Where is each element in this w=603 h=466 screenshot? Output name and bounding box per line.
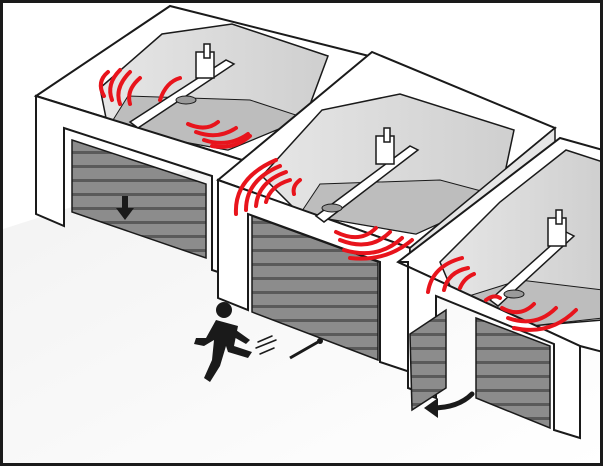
- illustration-canvas: [0, 0, 603, 466]
- garage-door-opener-illustration: [0, 0, 603, 466]
